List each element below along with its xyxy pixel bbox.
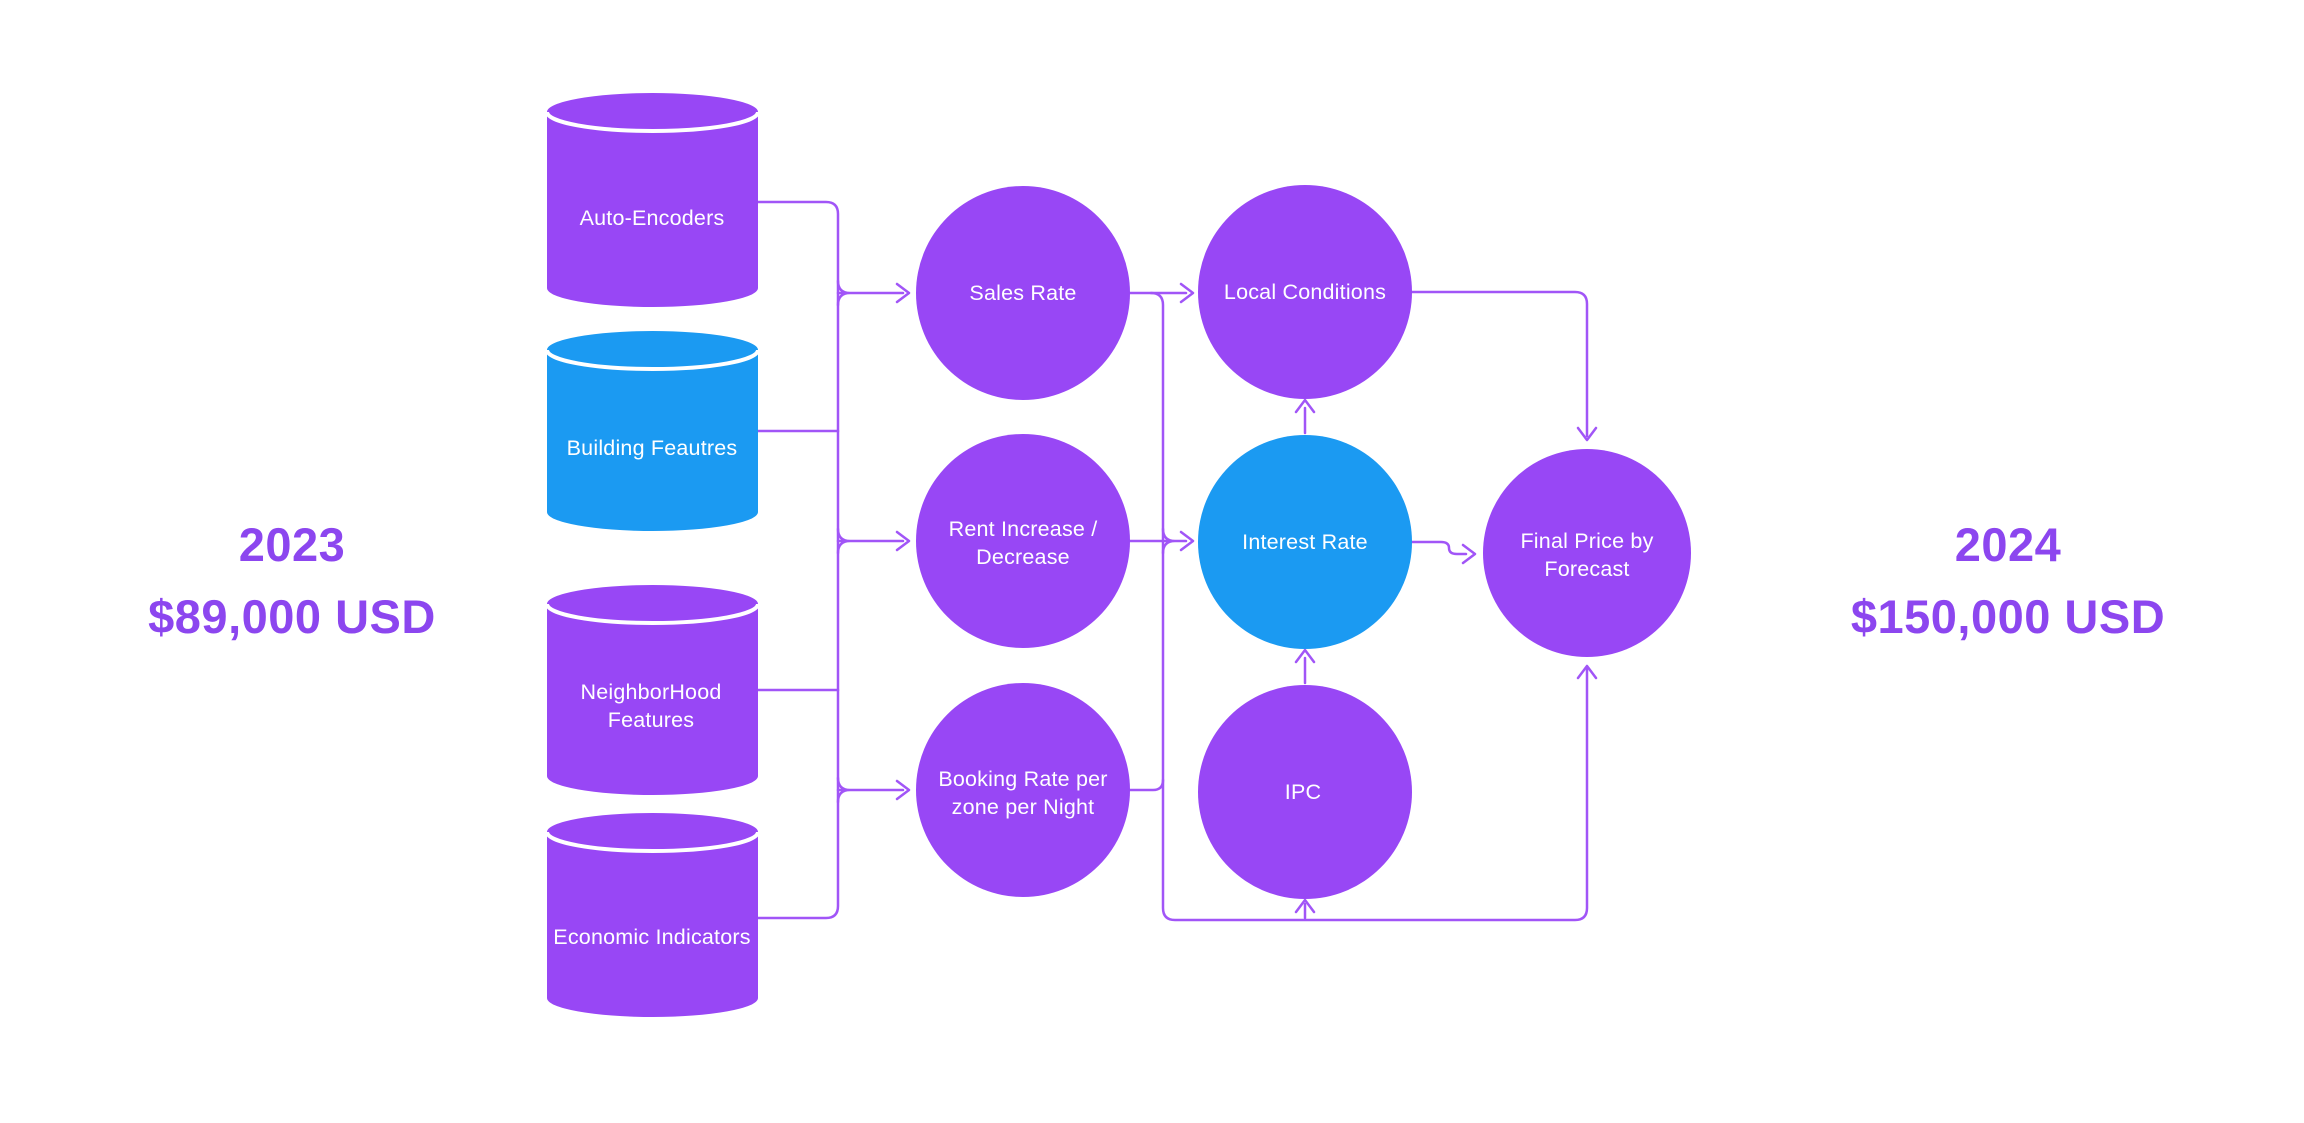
arrow-to-sales-rate-head [895,282,911,304]
local-conditions-node [1198,185,1412,399]
neighborhood-features-cylinder [545,585,760,795]
arrow-interest-to-final-head [1461,543,1477,565]
arrow-to-booking-rate-head [895,779,911,801]
rent-change-node [916,434,1130,648]
auto-encoders-cylinder [545,93,760,307]
arrow-sales-to-local-head [1179,282,1195,304]
interest-rate-node [1198,435,1412,649]
connector-lines [756,200,1598,922]
arrow-ipc-to-interest-head [1294,648,1316,664]
ipc-node [1198,685,1412,899]
left-bus-spine [756,200,840,920]
arrow-interest-to-local-head [1294,398,1316,414]
building-feautres-cylinder [545,331,760,531]
booking-rate-node [916,683,1130,897]
arrow-to-booking-rate [836,776,905,804]
final-forecast-node [1483,449,1691,657]
neighborhood-features-lid-line [545,603,760,625]
factor-circles [916,185,1691,899]
booking-output-connector [1128,778,1165,792]
arrow-interest-to-final [1410,540,1468,556]
arrow-rent-to-interest [1128,527,1188,555]
arrow-bottom-to-final-head [1576,664,1598,680]
economic-indicators-cylinder [545,813,760,1018]
arrow-rent-to-interest-head [1179,530,1195,552]
building-feautres-lid-line [545,349,760,371]
arrow-bottom-to-ipc-head [1294,898,1316,914]
sales-rate-node [916,186,1130,400]
arrow-to-sales-rate [836,279,905,307]
arrow-to-rent-change [836,527,905,555]
arrow-local-to-final-head [1576,426,1598,442]
datastore-cylinders [545,93,760,1018]
arrow-local-to-final [1410,290,1589,438]
right-bus-spine [1149,291,1589,922]
auto-encoders-lid-line [545,111,760,133]
arrow-to-rent-change-head [895,530,911,552]
economic-indicators-lid-line [545,831,760,853]
